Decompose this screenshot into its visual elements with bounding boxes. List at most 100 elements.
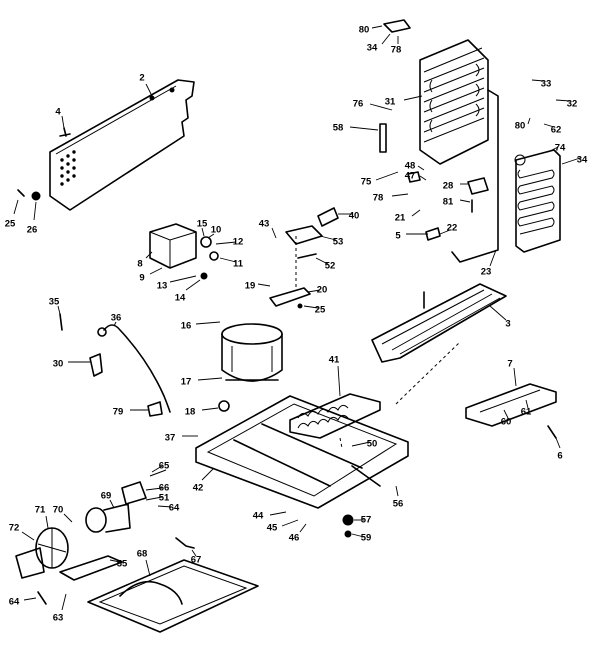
leader-line-64 — [157, 505, 173, 508]
leader-line-17 — [197, 377, 223, 381]
callout-6: 6 — [557, 451, 562, 462]
leader-line-50 — [351, 441, 371, 447]
duct-3-part — [371, 283, 507, 363]
leader-line-46 — [299, 523, 307, 533]
callout-58: 58 — [333, 123, 344, 134]
screw-4-part — [59, 127, 71, 137]
leader-line-34 — [561, 157, 581, 165]
leader-line-4 — [61, 115, 65, 129]
callout-62: 62 — [551, 125, 562, 136]
leader-line-67 — [191, 549, 197, 557]
clip-30-part — [89, 353, 103, 377]
callout-66: 66 — [159, 483, 170, 494]
callout-21: 21 — [395, 213, 406, 224]
leader-line-78 — [391, 193, 409, 197]
callout-65: 65 — [159, 461, 170, 472]
callout-34: 34 — [367, 43, 378, 54]
leader-line-74 — [547, 146, 559, 153]
callout-57: 57 — [361, 515, 372, 526]
callout-37: 37 — [165, 433, 176, 444]
leader-line-51 — [145, 496, 163, 501]
leader-line-14 — [185, 279, 201, 291]
callout-12: 12 — [233, 237, 244, 248]
leader-line-60 — [503, 409, 509, 419]
leader-line-43 — [271, 227, 277, 239]
callout-40: 40 — [349, 211, 360, 222]
callout-74: 74 — [555, 143, 566, 154]
callout-44: 44 — [253, 511, 264, 522]
callout-69: 69 — [101, 491, 112, 502]
callout-15: 15 — [197, 219, 208, 230]
leader-line-52 — [315, 257, 329, 265]
leader-line-59 — [351, 533, 365, 538]
leader-line-45 — [281, 519, 299, 527]
part-67 — [175, 537, 195, 549]
callout-72: 72 — [9, 523, 20, 534]
callout-42: 42 — [193, 483, 204, 494]
callout-7: 7 — [507, 359, 512, 370]
leader-line-44 — [269, 511, 287, 516]
leader-line-56 — [395, 485, 399, 497]
leader-line-10 — [207, 233, 215, 239]
callout-13: 13 — [157, 281, 168, 292]
callout-11: 11 — [233, 259, 244, 270]
bracket-7-part — [465, 383, 557, 427]
callout-50: 50 — [367, 439, 378, 450]
leader-line-6 — [555, 437, 561, 449]
screw-25-26-parts — [17, 189, 41, 201]
leader-line-64 — [23, 597, 37, 601]
callout-45: 45 — [267, 523, 278, 534]
callout-26: 26 — [27, 225, 38, 236]
evaporator-coil-part — [514, 149, 561, 253]
callout-70: 70 — [53, 505, 64, 516]
callout-9: 9 — [139, 273, 144, 284]
leader-line-53 — [319, 235, 337, 241]
fan-blade-part — [15, 527, 69, 579]
leader-line-72 — [21, 531, 35, 541]
screw-64-part — [37, 591, 47, 605]
leader-line-9 — [149, 267, 163, 275]
leader-line-34 — [381, 33, 391, 45]
callout-79: 79 — [113, 407, 124, 418]
leader-line-75 — [375, 171, 399, 181]
back-panel-part — [49, 79, 195, 211]
callout-18: 18 — [185, 407, 196, 418]
callout-32: 32 — [567, 99, 578, 110]
leader-line-65 — [151, 465, 163, 473]
leader-line-15 — [201, 227, 205, 237]
callout-4: 4 — [55, 107, 61, 118]
callout-20: 20 — [317, 285, 328, 296]
leader-line-42 — [201, 467, 215, 481]
leader-line-18 — [201, 407, 219, 411]
bracket-20-part — [269, 287, 311, 309]
leader-line-26 — [33, 201, 37, 221]
bracket-34-part — [383, 19, 411, 33]
leader-line-61 — [525, 399, 529, 409]
leader-line-68 — [145, 559, 151, 577]
leader-line-36 — [113, 321, 117, 327]
screw-6-part — [547, 425, 557, 439]
leader-line-19 — [257, 283, 271, 287]
callout-16: 16 — [181, 321, 192, 332]
power-cord-part — [97, 324, 171, 413]
callout-34: 34 — [577, 155, 588, 166]
bracket-53-part — [285, 225, 323, 259]
callout-80: 80 — [359, 25, 370, 36]
callout-22: 22 — [447, 223, 458, 234]
callout-5: 5 — [395, 231, 401, 242]
callout-61: 61 — [521, 407, 532, 418]
callout-46: 46 — [289, 533, 300, 544]
clip-40-part — [317, 207, 339, 227]
callout-56: 56 — [393, 499, 404, 510]
callout-3: 3 — [505, 319, 510, 330]
callout-33: 33 — [541, 79, 552, 90]
leader-line-47 — [419, 175, 427, 181]
base-frame-part — [195, 395, 409, 509]
leader-line-20 — [307, 289, 321, 293]
leader-line-35 — [57, 305, 61, 315]
leader-line-48 — [417, 165, 425, 171]
leader-line-80 — [371, 25, 383, 29]
callout-23: 23 — [481, 267, 492, 278]
leader-line-7 — [513, 367, 517, 387]
